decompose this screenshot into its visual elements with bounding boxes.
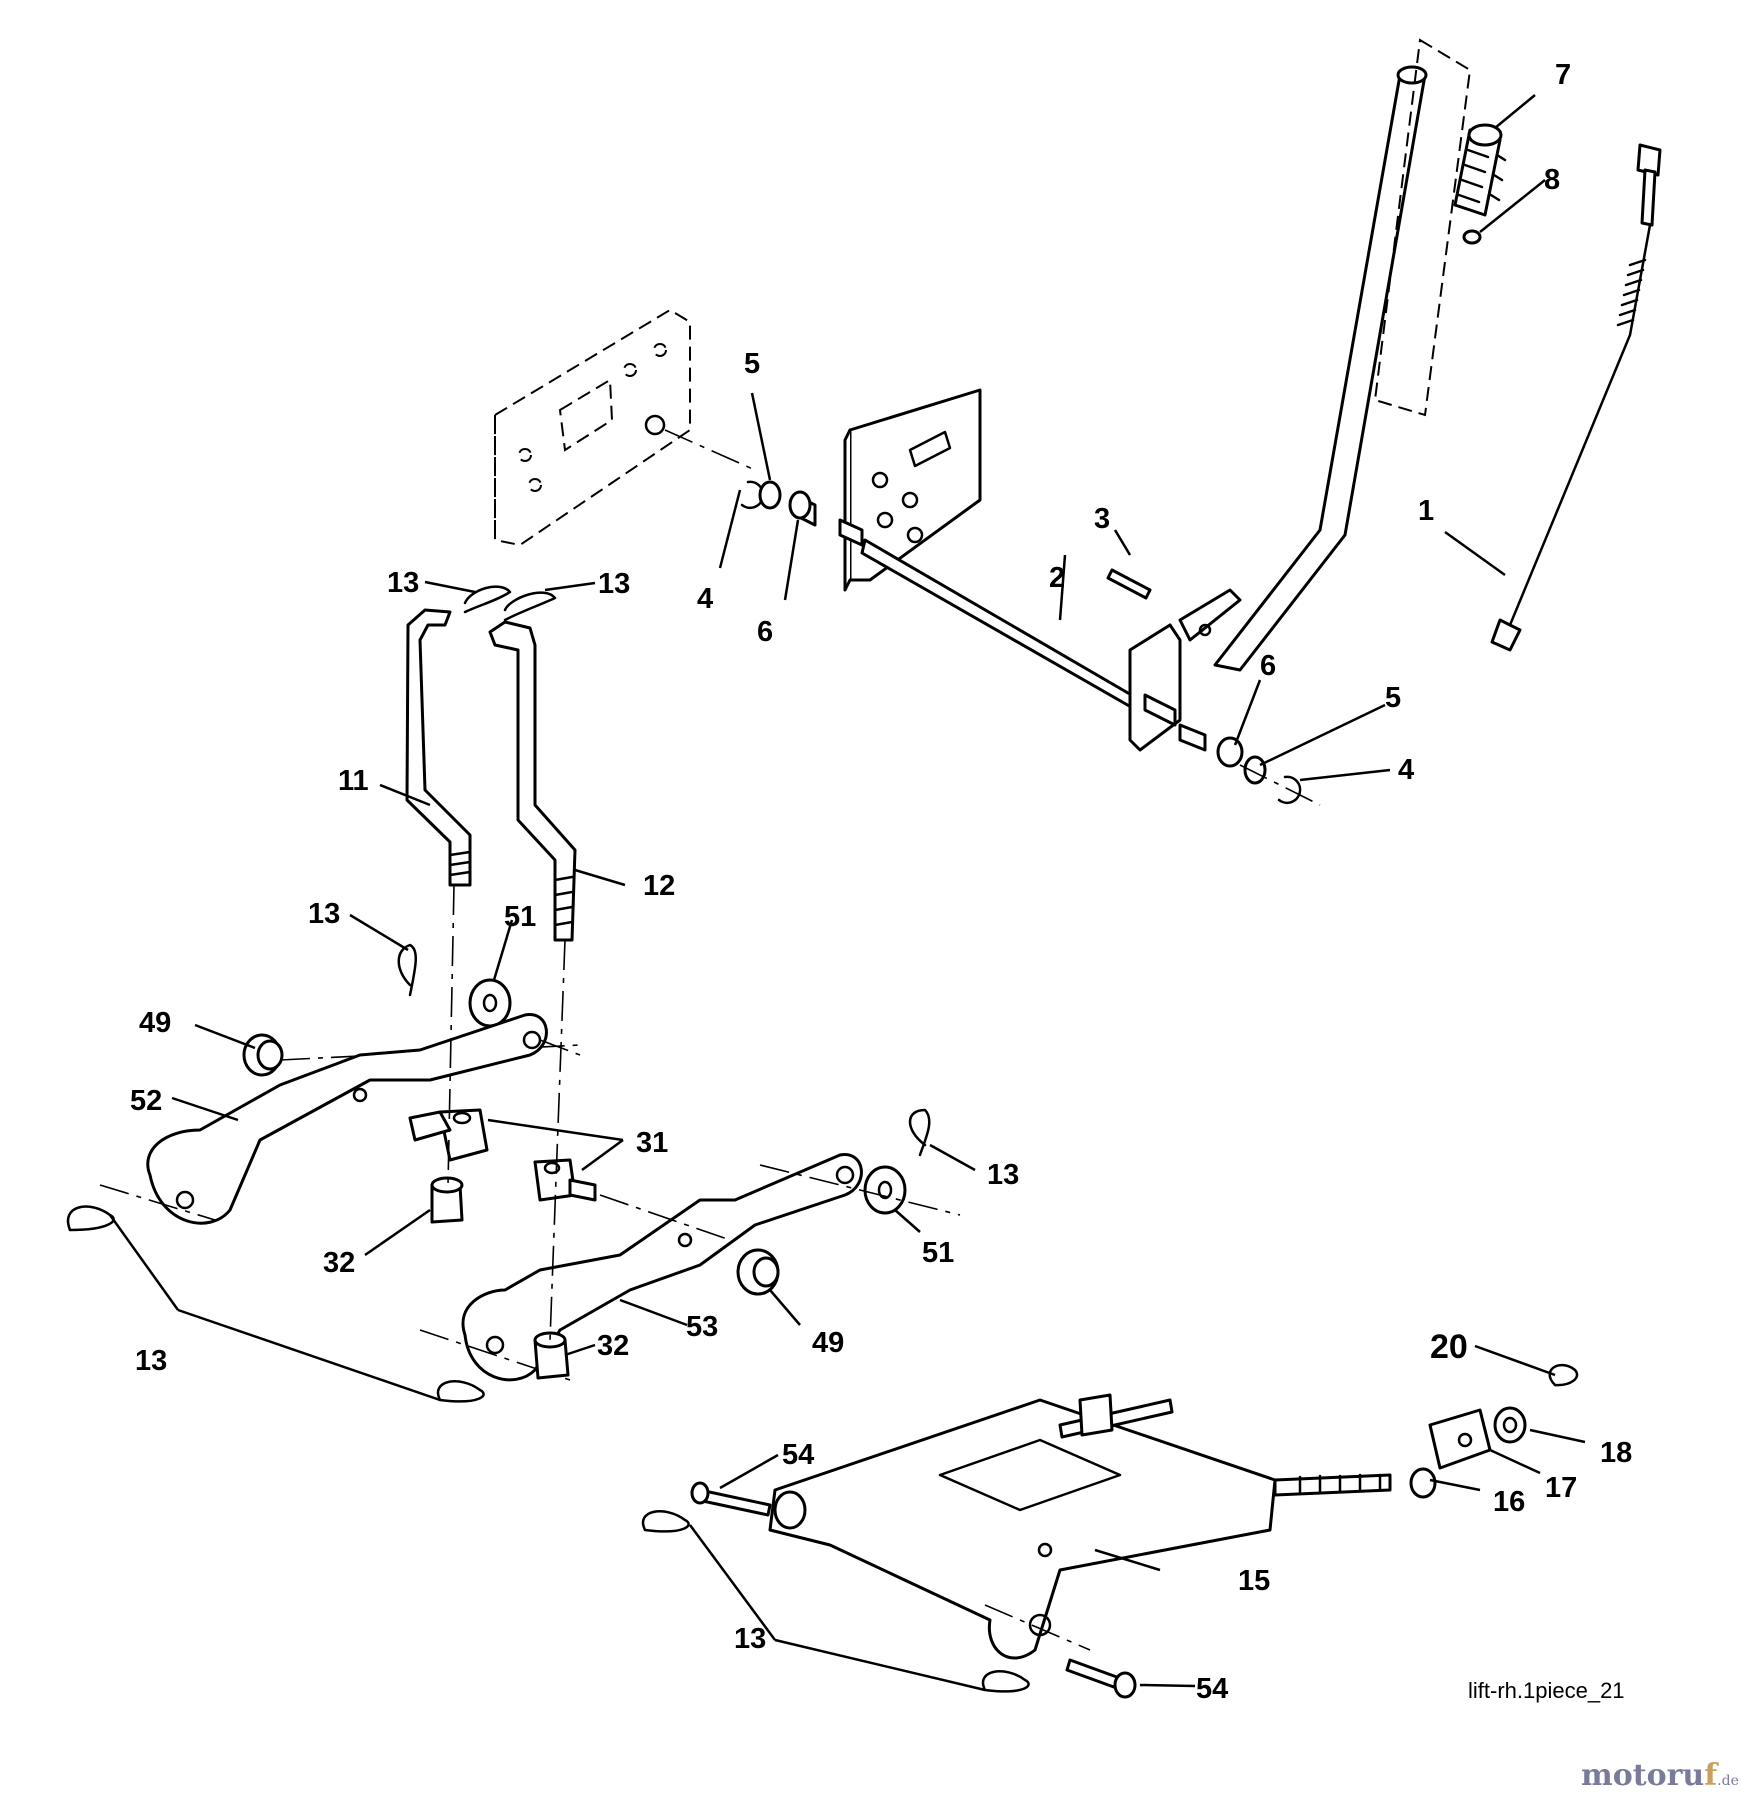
clevis-nut [1493,1406,1527,1444]
callout-13c: 13 [308,898,340,930]
lift-handle [1178,65,1428,672]
trunnion-right [533,1158,731,1241]
clevis [1428,1408,1492,1470]
callout-13a: 13 [387,567,419,599]
watermark-logo: motoruf.de [1581,1758,1739,1793]
callout-2: 2 [1049,562,1065,594]
clevis-pin-upper [690,1481,772,1517]
hairpin-clip-lower-center [436,1380,485,1403]
callout-13d: 13 [987,1159,1019,1191]
hairpin-clip-deck-left [641,1510,690,1533]
callout-49a: 49 [139,1007,171,1039]
flat-washer-right [863,1165,907,1215]
lift-link-right [488,620,577,942]
callout-1: 1 [1418,495,1434,527]
callout-32a: 32 [323,1247,355,1279]
callout-52: 52 [130,1085,162,1117]
callout-18: 18 [1600,1437,1632,1469]
lift-arm-right [419,1153,961,1382]
hairpin-clip-bottom-left [66,1205,115,1232]
washer-left [758,480,782,510]
callout-7: 7 [1555,59,1571,91]
callout-5a: 5 [744,348,760,380]
hairpin-clip-mid-left [397,943,417,997]
callout-labels: 1 2 3 4 4 5 5 6 6 7 8 11 12 13 13 13 13 … [130,59,1632,1705]
callout-54a: 54 [782,1439,814,1471]
callout-6b: 6 [1260,650,1276,682]
callout-4b: 4 [1398,754,1414,786]
callout-13b: 13 [598,568,630,600]
lift-arm-left [99,1013,581,1225]
lift-link-left [405,608,472,887]
callout-13f: 13 [734,1623,766,1655]
callout-15: 15 [1238,1565,1270,1597]
trunnion-left [408,1108,489,1162]
clevis-pin-lower [1065,1658,1137,1699]
watermark-text-accent: f [1704,1758,1719,1793]
callout-17: 17 [1545,1472,1577,1504]
jam-nut [1409,1467,1437,1499]
roll-pin [1106,568,1152,600]
callout-49b: 49 [812,1327,844,1359]
callout-31: 31 [636,1127,668,1159]
bushing-right [1178,723,1244,768]
leader-lines [108,94,1586,1692]
callout-53: 53 [686,1311,718,1343]
callout-54b: 54 [1196,1673,1228,1705]
bushing-left [788,490,817,527]
flange-nut-right [736,1248,780,1296]
watermark-text-suffix: .de [1717,1773,1739,1789]
frame-bracket-outline [494,308,756,547]
flat-washer-left [468,978,512,1028]
diagram-reference-code: lift-rh.1piece_21 [1468,1678,1625,1703]
watermark-text-main: motoru [1581,1758,1704,1793]
callout-3: 3 [1094,503,1110,535]
lock-nut-upper [430,1176,464,1224]
washer-right [1243,755,1267,785]
grip-button [1462,229,1482,245]
callout-11: 11 [338,765,369,797]
deck-bracket [768,1398,1277,1660]
callout-5b: 5 [1385,682,1401,714]
handle-grip [1453,123,1507,217]
flange-nut-left [242,1033,581,1077]
retaining-ring-right [1239,764,1321,806]
adjuster-rod [1058,1393,1392,1497]
callout-16: 16 [1493,1486,1525,1518]
callout-6a: 6 [757,616,773,648]
handle-grip-outline [1373,38,1472,417]
svg-text:motoruf.de: motoruf.de [1581,1758,1739,1793]
callout-32b: 32 [597,1330,629,1362]
callout-51b: 51 [922,1237,954,1269]
callout-20: 20 [1430,1328,1468,1366]
callout-51a: 51 [504,901,536,933]
hairpin-clip-deck-bottom [981,1670,1030,1693]
callout-12: 12 [643,870,675,902]
callout-4a: 4 [697,583,713,615]
callout-8: 8 [1544,164,1560,196]
hairpin-clip-mid-right [908,1108,931,1157]
callout-13e: 13 [135,1345,167,1377]
alignment-lines [447,884,566,1341]
hairpin-clip-top-right [503,591,557,622]
lock-nut-lower [533,1331,570,1380]
adjustment-rod [1490,143,1662,652]
lift-shaft [838,388,1182,752]
